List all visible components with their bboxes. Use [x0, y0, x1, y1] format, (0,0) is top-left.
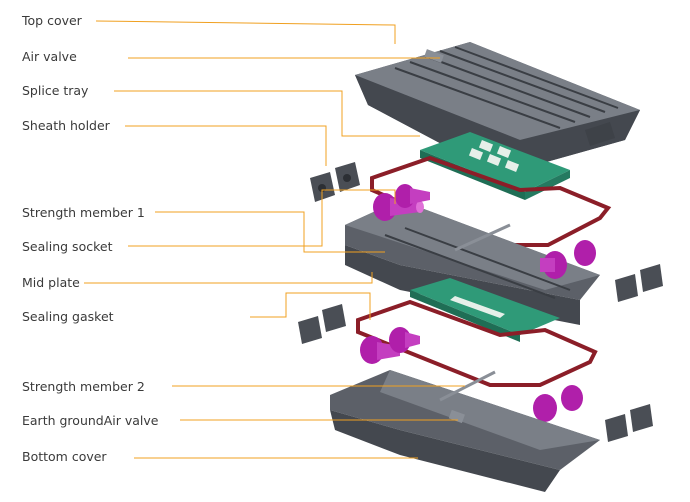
sheath-holder-part [310, 162, 360, 202]
bottom-cover-part [330, 370, 600, 492]
sheath-holder-lower-part [298, 304, 346, 344]
label-top-cover: Top cover [22, 13, 82, 28]
sealing-socket-upper-part [373, 184, 596, 279]
label-sealing-socket: Sealing socket [22, 239, 113, 254]
splice-tray-lower-part [410, 278, 560, 342]
sealing-socket-lower-part [360, 327, 583, 422]
sealing-gasket-lower-part [356, 299, 598, 387]
label-strength-member-1: Strength member 1 [22, 205, 145, 220]
leader-lines [84, 20, 465, 459]
label-splice-tray: Splice tray [22, 83, 89, 98]
sheath-holder-bottom-part [605, 404, 653, 442]
top-cover-part [355, 42, 640, 175]
label-sheath-holder: Sheath holder [22, 118, 110, 133]
sheath-holder-right-part [615, 264, 663, 302]
label-earth-ground-air-valve: Earth groundAir valve [22, 413, 159, 428]
label-mid-plate: Mid plate [22, 275, 80, 290]
label-air-valve: Air valve [22, 49, 77, 64]
label-bottom-cover: Bottom cover [22, 449, 107, 464]
label-sealing-gasket: Sealing gasket [22, 309, 114, 324]
label-strength-member-2: Strength member 2 [22, 379, 145, 394]
